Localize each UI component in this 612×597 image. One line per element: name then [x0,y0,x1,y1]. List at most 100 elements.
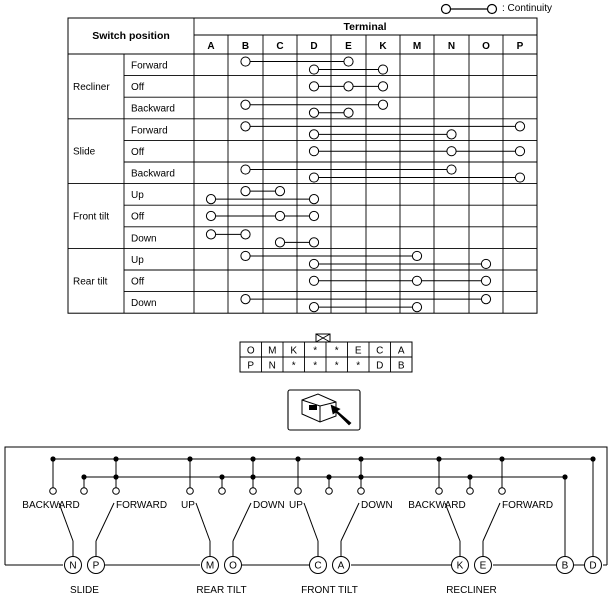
row-position-label: Off [131,212,144,223]
switch-position-label: UP [289,500,303,511]
harness-connector-view-icon [287,389,361,431]
terminal-header-B: B [242,41,249,52]
connector-pin-top: * [313,346,317,357]
continuity-node [308,237,320,248]
continuity-node [343,81,354,92]
group-label: Recliner [73,82,110,93]
switch-arm [482,502,501,542]
switch-group-name: SLIDE [70,585,99,596]
connector-pin-bottom: * [313,361,317,372]
continuity-node [205,229,217,240]
table-border [67,17,538,314]
view-direction-arrow-icon [330,404,352,426]
continuity-node [308,258,320,270]
terminal-header-M: M [413,41,421,52]
schematic-pin-label: K [457,561,464,572]
connector-pin-circle [64,556,82,574]
legend-label: : Continuity [502,3,553,14]
connector-pin-bottom: * [335,361,339,372]
connector-pin-circle [474,556,492,574]
group-label: Rear tilt [73,276,108,287]
group-label: Slide [73,147,96,158]
continuity-node [240,229,251,240]
switch-position-label: BACKWARD [408,500,465,511]
switch-position-label: DOWN [253,500,285,511]
terminal-header-A: A [207,41,214,52]
continuity-node [274,210,286,222]
row-position-label: Forward [131,125,168,136]
switch-arm [95,502,115,542]
row-position-label: Down [131,233,157,244]
switch-contact [498,487,506,495]
switch-arm [195,502,211,542]
connector-pin-circle [332,556,350,574]
connector-pin-bottom: P [247,361,254,372]
switch-arm [58,502,74,542]
connector-pin-circle [224,556,242,574]
continuity-node [480,258,492,270]
plug-socket-icon [309,405,317,410]
switch-contact [80,487,88,495]
schematic-pin-label: C [314,561,321,572]
schematic-pin-label: A [338,561,345,572]
switch-position-label: BACKWARD [22,500,79,511]
junction-dot [358,474,364,480]
row-position-label: Forward [131,61,168,72]
connector-pin-top: C [376,346,383,357]
continuity-node [308,129,320,140]
schematic-pin-label: N [69,561,76,572]
switch-contact [466,487,474,495]
continuity-node [308,64,320,75]
row-position-label: Off [131,147,144,158]
continuity-node [411,275,423,286]
connector-pin-bottom: * [292,361,296,372]
terminal-header-E: E [345,41,352,52]
continuity-node [205,194,217,205]
header-terminal: Terminal [344,21,387,33]
terminal-header-D: D [310,41,317,52]
continuity-node [411,302,423,313]
plug-body-icon [301,393,337,423]
continuity-node [480,275,492,286]
continuity-node [308,194,320,205]
continuity-node [343,56,354,67]
continuity-node [308,172,320,183]
continuity-node [446,146,457,157]
switch-arm [444,502,461,542]
continuity-symbol-icon [440,3,498,15]
continuity-node [514,121,526,132]
switch-arm [340,502,360,542]
row-position-label: Off [131,277,144,288]
switch-position-label: UP [181,500,195,511]
row-position-label: Backward [131,169,175,180]
connector-pin-bottom: N [269,361,276,372]
connector-pin-top: K [290,346,297,357]
connector-pin-bottom: * [356,361,360,372]
schematic-pin-label: E [480,561,487,572]
switch-contact [357,487,365,495]
switch-arm [232,502,252,542]
continuity-node [377,64,389,75]
connector-pin-circle [87,556,105,574]
terminal-header-K: K [379,41,387,52]
switch-contact [218,487,226,495]
terminal-header-O: O [482,41,490,52]
row-position-label: Off [131,82,144,93]
switch-position-label: FORWARD [502,500,553,511]
terminal-header-N: N [448,41,455,52]
switch-group-name: RECLINER [446,585,497,596]
continuity-node [308,302,320,313]
connector-pin-circle [451,556,469,574]
connector-pin-top: * [335,346,339,357]
connector-pin-top: O [247,346,255,357]
connector-pin-top: M [268,346,276,357]
continuity-node [308,107,320,118]
schematic-pin-label: O [229,561,237,572]
schematic-pin-label: P [93,561,100,572]
continuity-node [343,107,354,118]
row-position-label: Backward [131,104,175,115]
continuity-node [240,99,251,110]
connector-pin-circle [584,556,602,574]
